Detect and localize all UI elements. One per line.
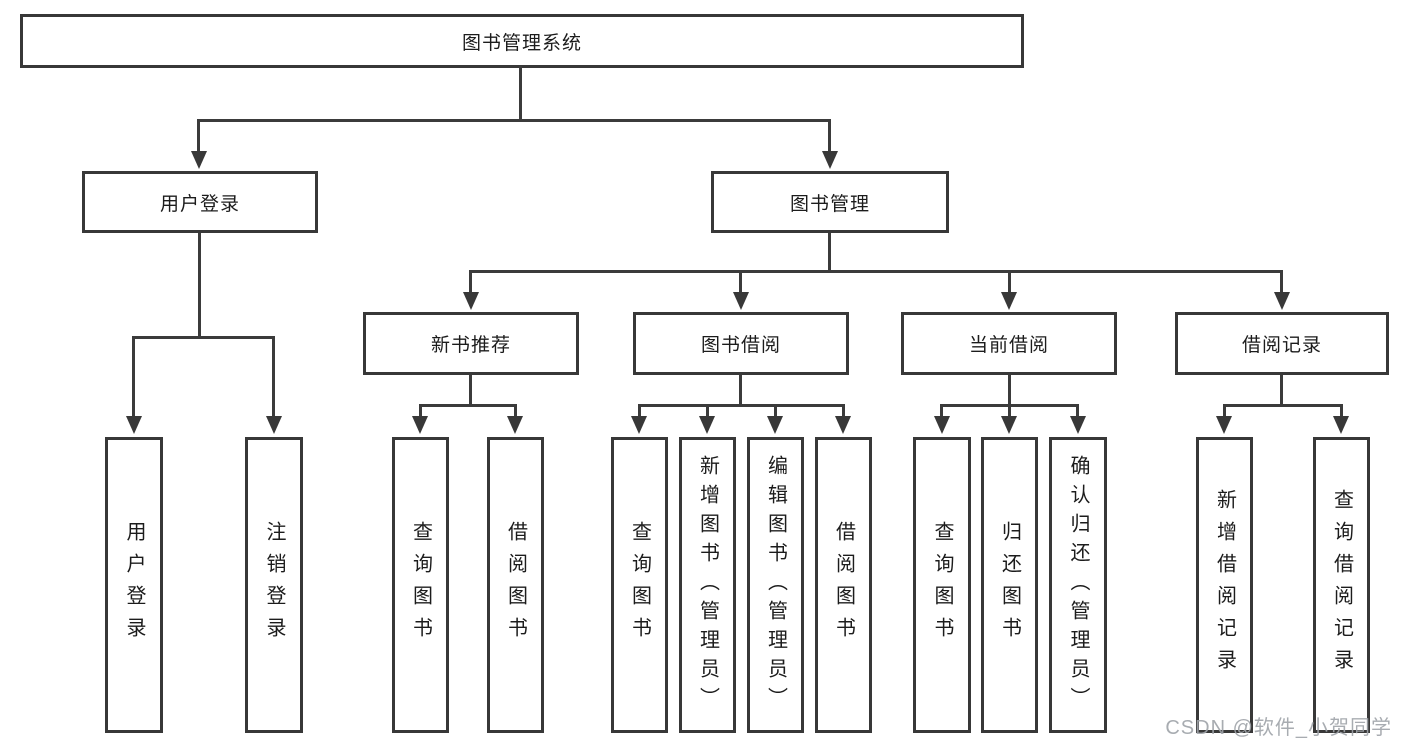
node-new-book-recommendation-label: 新书推荐 bbox=[430, 335, 511, 356]
arrowhead bbox=[266, 416, 282, 434]
node-borrow-books-leaf: 借阅图书 bbox=[815, 437, 872, 733]
node-edit-books-admin-label: 编辑图书（管理员） bbox=[764, 454, 787, 716]
node-confirm-return-admin-label: 确认归还（管理员） bbox=[1067, 454, 1089, 716]
connector-line bbox=[469, 375, 472, 407]
node-library-system-label: 图书管理系统 bbox=[461, 32, 582, 54]
arrowhead bbox=[1333, 416, 1349, 434]
arrowhead bbox=[507, 416, 523, 434]
csdn-watermark: CSDN @软件_小贺同学 bbox=[1165, 717, 1392, 739]
arrowhead bbox=[1001, 292, 1017, 310]
node-user-login-leaf-label: 用户登录 bbox=[123, 521, 145, 649]
arrowhead bbox=[1216, 416, 1232, 434]
arrowhead bbox=[1274, 292, 1290, 310]
arrowhead bbox=[767, 416, 783, 434]
node-query-books-borrow: 查询图书 bbox=[611, 437, 668, 733]
node-borrow-books-recommend: 借阅图书 bbox=[487, 437, 544, 733]
node-add-books-admin: 新增图书（管理员） bbox=[679, 437, 736, 733]
arrowhead bbox=[822, 151, 838, 169]
connector-line bbox=[1008, 404, 1011, 418]
node-query-books-recommend: 查询图书 bbox=[392, 437, 449, 733]
node-borrow-books-leaf-label: 借阅图书 bbox=[832, 521, 855, 649]
node-add-borrow-record-label: 新增借阅记录 bbox=[1213, 489, 1236, 681]
connector-line bbox=[940, 404, 943, 418]
connector-line bbox=[514, 404, 517, 418]
connector-line bbox=[1008, 270, 1011, 295]
connector-line bbox=[842, 404, 845, 418]
node-user-login-label: 用户登录 bbox=[159, 193, 240, 215]
connector-line bbox=[519, 66, 522, 121]
connector-line bbox=[198, 233, 201, 338]
connector-line bbox=[739, 270, 742, 295]
node-book-borrowing-label: 图书借阅 bbox=[700, 335, 781, 356]
connector-line bbox=[638, 404, 641, 418]
node-user-login-leaf: 用户登录 bbox=[105, 437, 163, 733]
connector-line bbox=[774, 404, 777, 418]
connector-line bbox=[1223, 404, 1343, 407]
connector-line bbox=[706, 404, 709, 418]
node-add-books-admin-label: 新增图书（管理员） bbox=[696, 454, 719, 716]
arrowhead bbox=[126, 416, 142, 434]
arrowhead bbox=[1001, 416, 1017, 434]
connector-line bbox=[828, 233, 831, 272]
node-edit-books-admin: 编辑图书（管理员） bbox=[747, 437, 804, 733]
arrowhead bbox=[699, 416, 715, 434]
connector-line bbox=[272, 336, 275, 418]
node-add-borrow-record: 新增借阅记录 bbox=[1196, 437, 1253, 733]
node-query-books-current: 查询图书 bbox=[913, 437, 971, 733]
connector-line bbox=[1280, 270, 1283, 295]
node-user-login: 用户登录 bbox=[82, 171, 318, 233]
node-query-borrow-record-label: 查询借阅记录 bbox=[1330, 489, 1353, 681]
arrowhead bbox=[733, 292, 749, 310]
node-borrowing-records-label: 借阅记录 bbox=[1241, 335, 1322, 356]
connector-line bbox=[828, 119, 831, 153]
connector-line bbox=[132, 336, 135, 418]
node-current-borrowing: 当前借阅 bbox=[901, 312, 1117, 375]
node-query-books-borrow-label: 查询图书 bbox=[628, 521, 651, 649]
connector-line bbox=[419, 404, 517, 407]
connector-line bbox=[1340, 404, 1343, 418]
node-query-books-current-label: 查询图书 bbox=[931, 521, 953, 649]
connector-line bbox=[1076, 404, 1079, 418]
connector-line bbox=[739, 375, 742, 407]
arrowhead bbox=[631, 416, 647, 434]
node-new-book-recommendation: 新书推荐 bbox=[363, 312, 579, 375]
connector-line bbox=[132, 336, 275, 339]
connector-line bbox=[638, 404, 845, 407]
connector-line bbox=[419, 404, 422, 418]
connector-line bbox=[1223, 404, 1226, 418]
arrowhead bbox=[835, 416, 851, 434]
arrowhead bbox=[934, 416, 950, 434]
node-confirm-return-admin: 确认归还（管理员） bbox=[1049, 437, 1107, 733]
node-current-borrowing-label: 当前借阅 bbox=[968, 335, 1049, 356]
node-return-books-label: 归还图书 bbox=[998, 521, 1021, 649]
node-return-books: 归还图书 bbox=[981, 437, 1038, 733]
node-library-system: 图书管理系统 bbox=[20, 14, 1024, 68]
node-book-management-label: 图书管理 bbox=[789, 193, 870, 215]
node-borrow-books-recommend-label: 借阅图书 bbox=[504, 521, 527, 649]
node-logout-leaf: 注销登录 bbox=[245, 437, 303, 733]
connector-line bbox=[1008, 375, 1011, 407]
arrowhead bbox=[412, 416, 428, 434]
connector-line bbox=[1280, 375, 1283, 407]
arrowhead bbox=[463, 292, 479, 310]
node-logout-leaf-label: 注销登录 bbox=[263, 521, 285, 649]
node-borrowing-records: 借阅记录 bbox=[1175, 312, 1389, 375]
node-book-management: 图书管理 bbox=[711, 171, 949, 233]
node-book-borrowing: 图书借阅 bbox=[633, 312, 849, 375]
connector-line bbox=[197, 119, 831, 122]
connector-line bbox=[197, 119, 200, 153]
arrowhead bbox=[1070, 416, 1086, 434]
arrowhead bbox=[191, 151, 207, 169]
node-query-books-recommend-label: 查询图书 bbox=[409, 521, 432, 649]
node-query-borrow-record: 查询借阅记录 bbox=[1313, 437, 1370, 733]
connector-line bbox=[469, 270, 472, 295]
connector-line bbox=[469, 270, 1283, 273]
